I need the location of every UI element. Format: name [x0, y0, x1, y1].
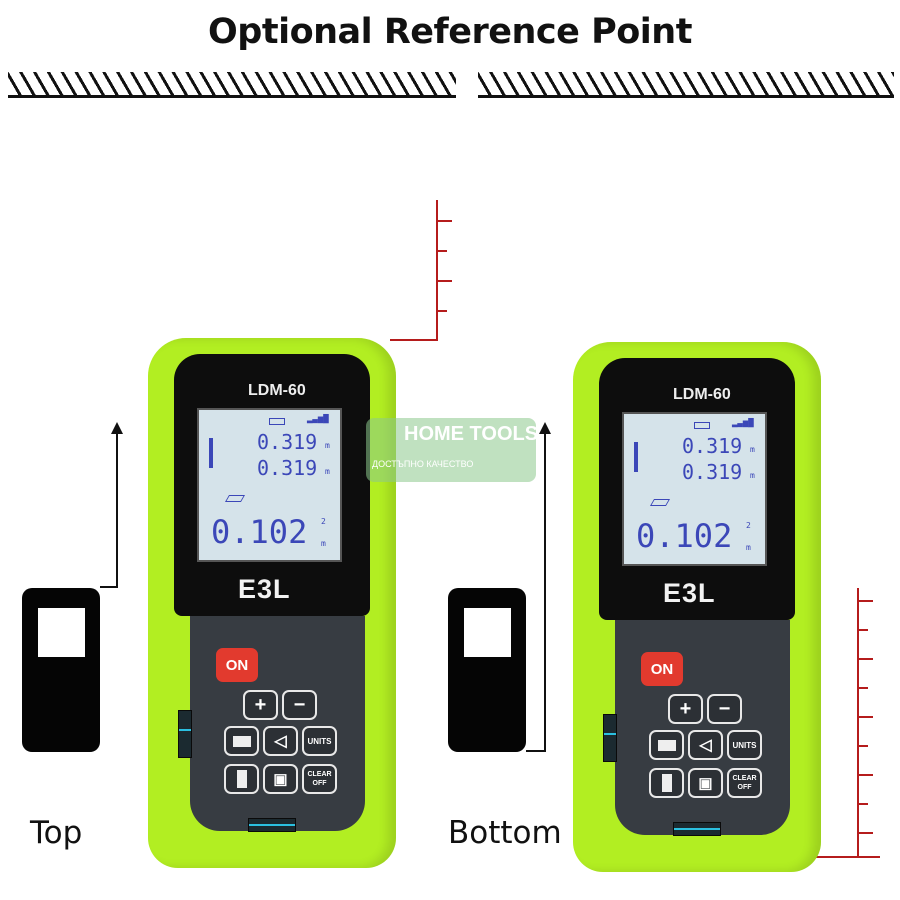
- reading-2: 0.319: [257, 456, 318, 480]
- watermark: HOME TOOLS ДОСТЪПНО КАЧЕСТВО: [366, 418, 539, 482]
- ruler-tick: [438, 220, 452, 222]
- on-button[interactable]: ON: [641, 652, 683, 686]
- side-bubble-level: [178, 710, 192, 758]
- side-bubble-level: [603, 714, 617, 762]
- result-reading: 0.102: [211, 513, 308, 551]
- bottom-bubble-level: [248, 818, 296, 832]
- lcd-screen: ▂▃▅▇ 0.319 m 0.319 m 0.102 2 m: [622, 412, 767, 566]
- model-label: LDM-60: [248, 382, 306, 399]
- save-button[interactable]: ▣: [688, 768, 723, 798]
- floppy-disk-icon: ▣: [698, 774, 713, 792]
- unit-squared: 2: [746, 521, 751, 530]
- reference-surface-right: [478, 72, 894, 98]
- keypad-panel: [190, 616, 365, 831]
- unit: m: [750, 445, 755, 454]
- bottom-bubble-level: [673, 822, 721, 836]
- area-mode-icon: [224, 495, 246, 502]
- keypad-panel: [615, 620, 790, 835]
- ruler-tick: [859, 745, 868, 747]
- area-volume-button[interactable]: [649, 730, 684, 760]
- unit: m: [321, 539, 326, 548]
- page-title: Optional Reference Point: [208, 12, 692, 52]
- minus-button[interactable]: −: [707, 694, 742, 724]
- signal-icon: ▂▃▅▇: [307, 414, 329, 424]
- clear-off-button[interactable]: CLEAR OFF: [302, 764, 337, 794]
- ruler-tick: [859, 658, 873, 660]
- plus-button[interactable]: +: [668, 694, 703, 724]
- reference-icon: [236, 770, 247, 788]
- model-label: LDM-60: [673, 386, 731, 403]
- ruler-tick: [859, 600, 873, 602]
- laser-meter-bottom: LDM-60 ▂▃▅▇ 0.319 m 0.319 m 0.102 2 m E3…: [573, 342, 821, 872]
- brand-logo: E3L: [663, 578, 716, 608]
- label-bottom: Bottom: [448, 815, 562, 851]
- reference-button[interactable]: [649, 768, 684, 798]
- small-device-icon-bottom: [448, 588, 526, 752]
- brand-logo: E3L: [238, 574, 291, 604]
- watermark-tagline: ДОСТЪПНО КАЧЕСТВО: [372, 459, 474, 469]
- angle-icon: ◁: [699, 736, 712, 754]
- area-mode-icon: [649, 499, 671, 506]
- ruler-tick: [859, 774, 873, 776]
- battery-icon: [694, 422, 710, 429]
- watermark-name: HOME TOOLS: [404, 423, 539, 445]
- unit: m: [750, 471, 755, 480]
- unit-squared: 2: [321, 517, 326, 526]
- result-reading: 0.102: [636, 517, 733, 555]
- ruler-tick: [859, 803, 868, 805]
- unit: m: [746, 543, 751, 552]
- unit: m: [325, 441, 330, 450]
- angle-icon: ◁: [274, 732, 287, 750]
- clear-off-button[interactable]: CLEAR OFF: [727, 768, 762, 798]
- signal-icon: ▂▃▅▇: [732, 418, 754, 428]
- lcd-screen: ▂▃▅▇ 0.319 m 0.319 m 0.102 2 m: [197, 408, 342, 562]
- ruler-tick: [859, 832, 873, 834]
- reading-1: 0.319: [257, 430, 318, 454]
- area-volume-button[interactable]: [224, 726, 259, 756]
- plus-button[interactable]: +: [243, 690, 278, 720]
- ruler-tick: [438, 280, 452, 282]
- battery-icon: [269, 418, 285, 425]
- reading-1: 0.319: [682, 434, 743, 458]
- reference-indicator-icon: [209, 438, 213, 468]
- reading-2: 0.319: [682, 460, 743, 484]
- ruler-tick: [859, 716, 873, 718]
- ruler-tick: [859, 629, 868, 631]
- units-button[interactable]: UNITS: [727, 730, 762, 760]
- laser-meter-top: LDM-60 ▂▃▅▇ 0.319 m 0.319 m 0.102 2 m E3…: [148, 338, 396, 868]
- on-button[interactable]: ON: [216, 648, 258, 682]
- reference-icon: [661, 774, 672, 792]
- ruler-tick: [859, 687, 868, 689]
- save-button[interactable]: ▣: [263, 764, 298, 794]
- box-icon: [232, 735, 251, 747]
- units-button[interactable]: UNITS: [302, 726, 337, 756]
- angle-button[interactable]: ◁: [688, 730, 723, 760]
- small-device-icon-top: [22, 588, 100, 752]
- ruler-tick: [438, 250, 447, 252]
- reference-button[interactable]: [224, 764, 259, 794]
- ruler-tick: [438, 310, 447, 312]
- box-icon: [657, 739, 676, 751]
- reference-surface-left: [8, 72, 456, 98]
- minus-button[interactable]: −: [282, 690, 317, 720]
- label-top: Top: [30, 815, 83, 851]
- unit: m: [325, 467, 330, 476]
- floppy-disk-icon: ▣: [273, 770, 288, 788]
- reference-indicator-icon: [634, 442, 638, 472]
- angle-button[interactable]: ◁: [263, 726, 298, 756]
